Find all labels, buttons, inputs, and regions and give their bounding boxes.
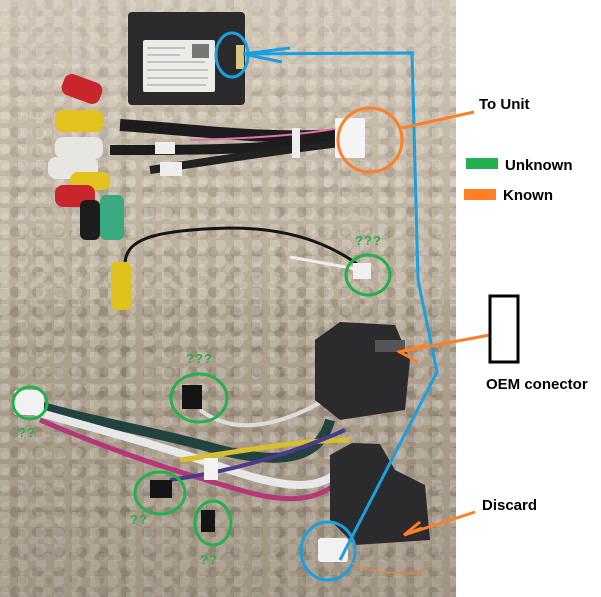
unknown-marker-bottom-left: ??	[130, 512, 148, 527]
unknown-circle-bottom-right	[193, 499, 233, 547]
unknown-circle-far-left	[11, 385, 49, 421]
unknown-marker-mid-left: ???	[186, 351, 213, 366]
legend-label-unknown: Unknown	[505, 157, 573, 174]
legend-swatch-unknown	[466, 158, 498, 169]
orange-annotations	[336, 106, 491, 574]
blue-link-line	[242, 51, 439, 561]
blue-arrow-head-1	[242, 46, 291, 56]
unknown-marker-far-left: ??	[18, 425, 36, 440]
oem-connector-label: OEM conector	[486, 376, 588, 393]
oem-arrow-head	[396, 343, 426, 364]
unknown-circle-bottom-left	[133, 470, 187, 516]
discard-plug-circle	[299, 520, 357, 582]
blue-link	[214, 31, 439, 582]
to-unit-label: To Unit	[479, 96, 530, 113]
camera-cable	[111, 226, 371, 310]
discard-scribble	[349, 561, 426, 574]
to-unit-leader	[401, 110, 475, 130]
interface-module	[128, 12, 245, 105]
unknown-circle-camera-plug	[344, 253, 392, 297]
unknown-marker-camera-plug: ???	[355, 233, 382, 248]
oem-connector-box	[488, 294, 520, 364]
discard-arrow-head	[403, 520, 423, 537]
rca-harness	[48, 74, 365, 240]
unknown-circle-mid-left	[169, 372, 229, 424]
unknown-circles	[11, 253, 392, 547]
unknown-marker-bottom-right: ??	[200, 552, 218, 567]
legend-label-known: Known	[503, 187, 553, 204]
discard-label: Discard	[482, 497, 538, 514]
blue-arrow-head-2	[242, 52, 283, 64]
to-unit-circle	[336, 106, 404, 174]
legend-swatch-known	[464, 189, 496, 200]
vehicle-harness	[14, 322, 430, 562]
